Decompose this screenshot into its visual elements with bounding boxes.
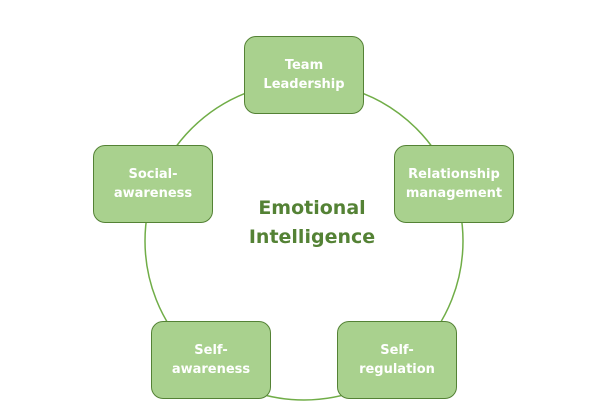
- node-team-leadership-label: Team Leadership: [263, 58, 345, 92]
- center-title: Emotional Intelligence: [248, 197, 376, 248]
- node-relationship-management[interactable]: Relationship management: [394, 145, 514, 223]
- node-self-awareness-label: Self- awareness: [171, 343, 251, 377]
- node-relationship-management-label: Relationship management: [405, 167, 503, 201]
- node-social-awareness[interactable]: Social- awareness: [93, 145, 213, 223]
- node-self-regulation-label: Self- regulation: [359, 343, 435, 377]
- node-social-awareness-label: Social- awareness: [113, 167, 193, 201]
- node-self-regulation[interactable]: Self- regulation: [337, 321, 457, 399]
- node-self-awareness[interactable]: Self- awareness: [151, 321, 271, 399]
- node-team-leadership[interactable]: Team Leadership: [244, 36, 364, 114]
